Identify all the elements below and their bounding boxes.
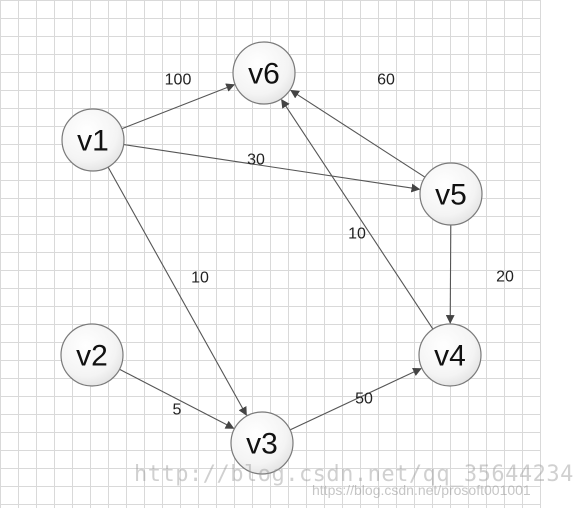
node-circle-v3 <box>230 411 294 475</box>
node-v3: v3 <box>230 411 294 475</box>
node-circle-v1 <box>61 108 125 172</box>
directed-graph: v1 v2 v3 v4 v5 v6 100 30 10 5 50 10 60 20 <box>60 41 514 475</box>
edge-v2-v3 <box>119 368 235 429</box>
node-label-v5: v5 <box>435 179 467 212</box>
edge-v1-v3 <box>107 166 247 416</box>
node-v6: v6 <box>232 41 296 105</box>
edge-weight-v3-v4: 50 <box>355 391 373 408</box>
node-v4: v4 <box>418 323 482 387</box>
node-circle-v4 <box>418 323 482 387</box>
node-circle-v2 <box>60 323 124 387</box>
edge-weight-v5-v4: 20 <box>496 269 514 286</box>
edge-v1-v6 <box>121 83 236 130</box>
node-label-v4: v4 <box>434 340 466 373</box>
node-label-v3: v3 <box>246 428 278 461</box>
edge-v1-v5 <box>123 144 421 193</box>
edge-weight-v1-v3: 10 <box>191 270 209 287</box>
edge-v4-v6 <box>281 98 434 330</box>
edge-v3-v4 <box>289 367 422 431</box>
watermark-primary: http://blog.csdn.net/qq_35644234 <box>134 462 574 487</box>
node-label-v1: v1 <box>77 125 109 158</box>
edge-v5-v6 <box>290 89 426 178</box>
node-circle-v5 <box>419 162 483 226</box>
node-v5: v5 <box>419 162 483 226</box>
node-label-v6: v6 <box>248 58 280 91</box>
nodes-layer: v1 v2 v3 v4 v5 v6 <box>60 41 483 475</box>
node-v1: v1 <box>61 108 125 172</box>
edges-layer <box>107 83 455 431</box>
watermark-secondary: https://blog.csdn.net/prosoft001001 <box>312 482 531 498</box>
edge-weight-v4-v6: 10 <box>348 226 366 243</box>
edge-weight-v5-v6: 60 <box>377 72 395 89</box>
edge-v5-v4 <box>445 224 455 324</box>
node-v2: v2 <box>60 323 124 387</box>
edge-weight-v1-v5: 30 <box>247 152 265 169</box>
edge-weight-v1-v6: 100 <box>165 72 192 89</box>
edge-weight-v2-v3: 5 <box>173 402 182 419</box>
node-label-v2: v2 <box>76 340 108 373</box>
node-circle-v6 <box>232 41 296 105</box>
edge-labels-layer: 100 30 10 5 50 10 60 20 <box>165 72 514 419</box>
